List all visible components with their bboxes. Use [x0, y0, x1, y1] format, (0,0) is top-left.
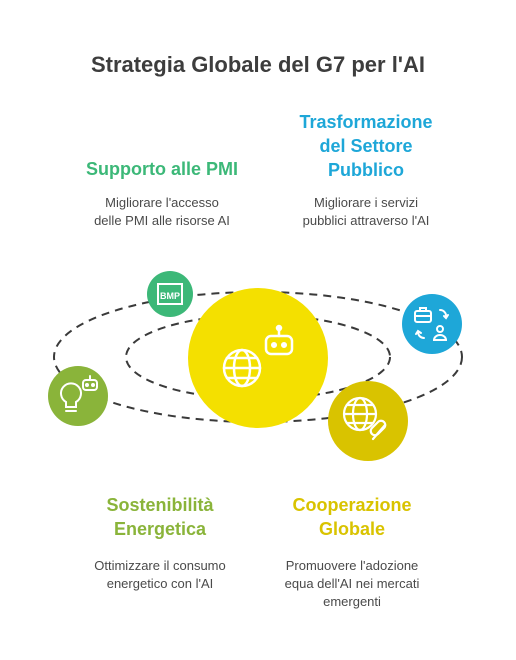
public-description: Migliorare i servizi pubblici attraverso…	[256, 194, 476, 230]
energy-desc-line: energetico con l'AI	[106, 576, 214, 591]
energy-node	[48, 366, 108, 426]
public-heading-line: Pubblico	[328, 160, 404, 180]
energy-desc-line: Ottimizzare il consumo	[94, 558, 226, 573]
center-node	[188, 288, 328, 428]
cooperation-description: Promuovere l'adozione equa dell'AI nei m…	[242, 557, 462, 611]
cooperation-node	[328, 381, 408, 461]
energy-heading: Sostenibilità Energetica	[50, 493, 270, 541]
energy-description: Ottimizzare il consumo energetico con l'…	[50, 557, 270, 593]
public-heading-line: del Settore	[319, 136, 413, 156]
cooperation-heading-line: Cooperazione	[292, 495, 412, 515]
globe-broken-link-icon	[342, 396, 387, 441]
sme-desc-line: Migliorare l'accesso	[105, 195, 219, 210]
globe-robot-icon	[222, 324, 294, 388]
energy-heading-line: Sostenibilità	[106, 495, 214, 515]
cooperation-desc-line: emergenti	[323, 594, 381, 609]
cooperation-heading: Cooperazione Globale	[242, 493, 462, 541]
energy-heading-line: Energetica	[113, 519, 207, 539]
public-heading-line: Trasformazione	[299, 112, 433, 132]
sme-text-block: Supporto alle PMI Migliorare l'accesso d…	[52, 158, 272, 230]
public-desc-line: pubblici attraverso l'AI	[302, 213, 430, 228]
public-heading: Trasformazione del Settore Pubblico	[256, 110, 476, 182]
bmp-icon: BMP	[157, 283, 183, 305]
sme-heading-line: Supporto alle PMI	[85, 159, 238, 179]
cooperation-heading-line: Globale	[318, 519, 385, 539]
page-title: Strategia Globale del G7 per l'AI	[90, 52, 426, 77]
public-node	[402, 294, 462, 354]
cooperation-desc-line: Promuovere l'adozione	[285, 558, 419, 573]
public-text-block: Trasformazione del Settore Pubblico Migl…	[256, 110, 476, 230]
bmp-icon-label: BMP	[160, 291, 180, 301]
lightbulb-robot-icon	[60, 375, 98, 412]
briefcase-person-exchange-icon	[414, 307, 449, 341]
cooperation-text-block: Cooperazione Globale Promuovere l'adozio…	[242, 493, 462, 611]
public-desc-line: Migliorare i servizi	[313, 195, 419, 210]
sme-node: BMP	[147, 271, 193, 317]
cooperation-desc-line: equa dell'AI nei mercati	[284, 576, 420, 591]
sme-description: Migliorare l'accesso delle PMI alle riso…	[52, 194, 272, 230]
energy-text-block: Sostenibilità Energetica Ottimizzare il …	[50, 493, 270, 593]
sme-heading: Supporto alle PMI	[52, 158, 272, 180]
sme-desc-line: delle PMI alle risorse AI	[94, 213, 230, 228]
